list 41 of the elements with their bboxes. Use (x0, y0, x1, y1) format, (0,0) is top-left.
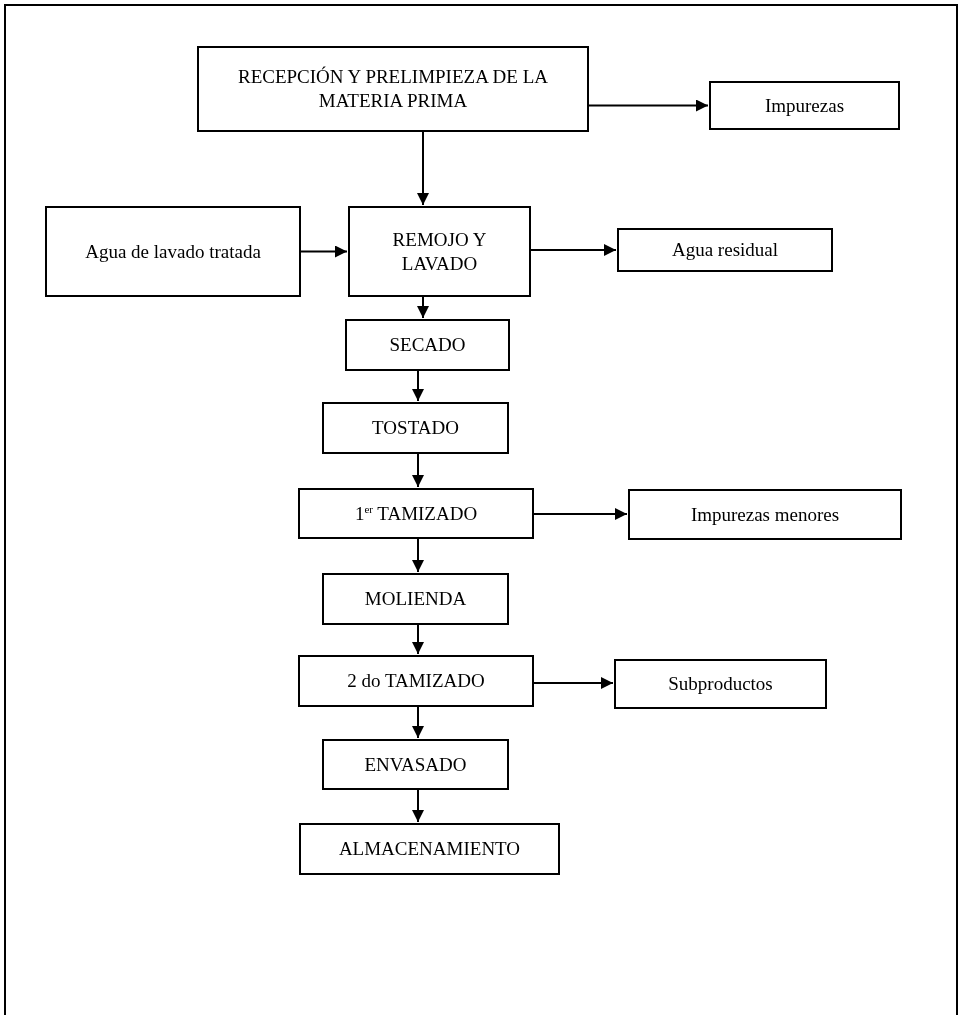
arrow (412, 706, 424, 739)
process-box (628, 489, 902, 540)
arrow (533, 508, 628, 520)
arrow (412, 538, 424, 573)
arrow (417, 296, 429, 319)
box-label: ALMACENAMIENTO (338, 837, 521, 861)
box-label: Impurezas (764, 93, 845, 118)
process-box (709, 81, 900, 130)
arrow (533, 677, 614, 689)
box-label: TOSTADO (372, 416, 459, 440)
process-box (614, 659, 827, 709)
arrow (412, 370, 424, 402)
arrow (588, 99, 709, 112)
process-box (299, 823, 560, 875)
box-label: REMOJO Y LAVADO (391, 227, 488, 276)
box-label: Subproductos (668, 672, 773, 696)
process-box (45, 206, 301, 297)
process-box (617, 228, 833, 272)
arrow (412, 624, 424, 655)
process-box (348, 206, 531, 297)
arrow (300, 245, 348, 258)
box-label: RECEPCIÓN Y PRELIMPIEZA DE LA MATERIA PRIMA (237, 65, 549, 113)
process-box (197, 46, 589, 132)
arrow (530, 244, 617, 256)
box-label: Agua residual (671, 238, 779, 262)
arrow (412, 453, 424, 488)
box-label: Impurezas menores (690, 502, 840, 527)
box-label: MOLIENDA (364, 587, 467, 611)
process-box (298, 655, 534, 707)
process-box (298, 488, 534, 539)
process-box (322, 573, 509, 625)
arrow (417, 131, 429, 206)
box-label: 2 do TAMIZADO (347, 669, 485, 693)
box-label: Agua de lavado tratada (85, 239, 261, 264)
box-label: ENVASADO (364, 752, 467, 777)
process-box (322, 402, 509, 454)
arrow (412, 789, 424, 823)
process-box (345, 319, 510, 371)
box-label: SECADO (389, 333, 466, 357)
box-label: 1$^{er}$ TAMIZADO (354, 501, 478, 526)
process-box (322, 739, 509, 790)
